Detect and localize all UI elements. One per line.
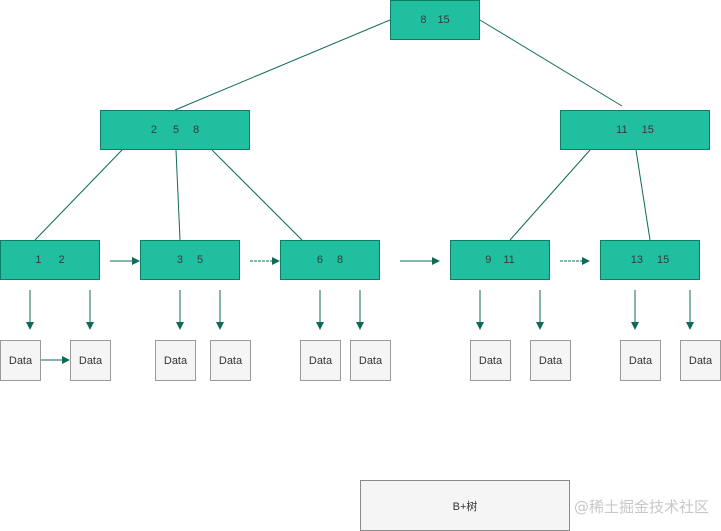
diagram-caption: B+树 (360, 480, 570, 531)
data-box-3b: Data (350, 340, 391, 381)
internal-node-right: 11 15 (560, 110, 710, 150)
edge-internal-left-leaf-1 (34, 149, 123, 241)
internal-left-key-1: 2 (150, 124, 157, 136)
internal-right-key-1: 11 (616, 124, 628, 136)
data-box-2a: Data (155, 340, 196, 381)
leaf-2-key-2: 5 (197, 254, 204, 266)
leaf-4-key-2: 11 (503, 254, 515, 266)
leaf-3-key-2: 8 (337, 254, 344, 266)
edge-internal-right-leaf-4 (509, 149, 591, 241)
internal-left-key-2: 5 (172, 124, 180, 136)
data-box-5a: Data (620, 340, 661, 381)
leaf-2-key-1: 3 (176, 254, 183, 266)
watermark-text: @稀土掘金技术社区 (573, 498, 709, 516)
data-box-3a: Data (300, 340, 341, 381)
leaf-5-key-2: 15 (657, 254, 670, 266)
data-box-1b: Data (70, 340, 111, 381)
internal-node-left: 2 5 8 (100, 110, 250, 150)
internal-left-key-3: 8 (193, 124, 200, 136)
leaf-3-key-1: 6 (316, 254, 323, 266)
root-key-1: 8 (420, 14, 427, 26)
data-box-5b: Data (680, 340, 721, 381)
data-box-4a: Data (470, 340, 511, 381)
data-box-2b: Data (210, 340, 251, 381)
leaf-5-key-1: 13 (630, 254, 643, 266)
edge-root-left (174, 19, 391, 111)
leaf-1-key-1: 1 (35, 254, 42, 266)
leaf-1-key-2: 2 (58, 254, 65, 266)
root-key-2: 15 (437, 14, 450, 26)
data-box-4b: Data (530, 340, 571, 381)
edge-internal-right-leaf-5 (635, 149, 651, 241)
data-box-1a: Data (0, 340, 41, 381)
edge-root-right (479, 19, 623, 107)
root-node: 8 15 (390, 0, 480, 40)
leaf-node-4: 9 11 (450, 240, 550, 280)
edge-internal-left-leaf-2 (175, 149, 181, 241)
internal-right-key-2: 15 (641, 124, 654, 136)
leaf-node-5: 13 15 (600, 240, 700, 280)
edge-internal-left-leaf-3 (211, 149, 303, 241)
leaf-4-key-1: 9 (485, 254, 492, 266)
